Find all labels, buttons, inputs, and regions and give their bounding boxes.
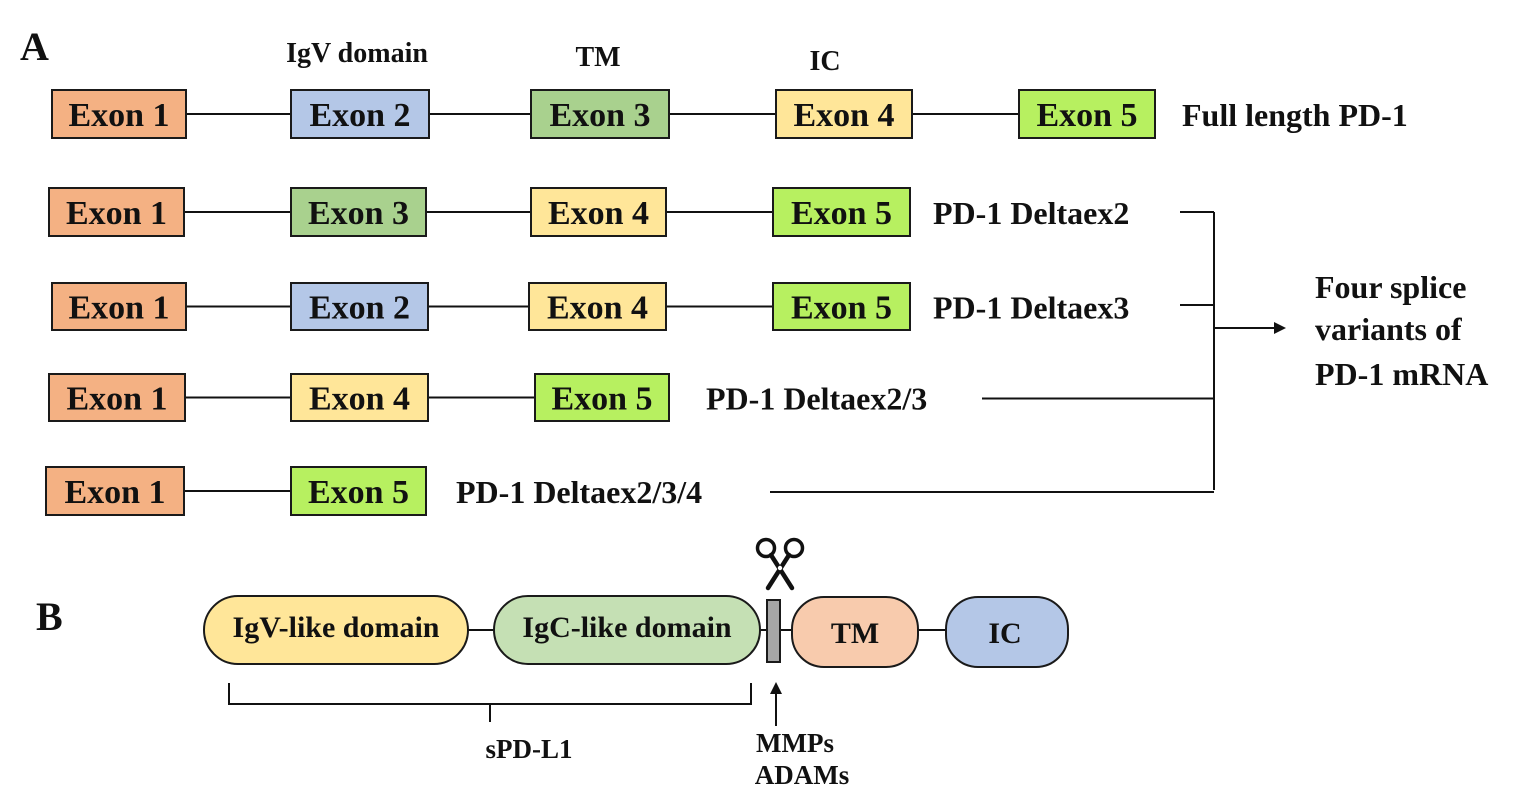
exon-box xyxy=(290,89,430,139)
exon-box xyxy=(775,89,913,139)
exon-box xyxy=(51,89,187,139)
exon-label: Exon 4 xyxy=(547,290,648,327)
exon-label: Exon 1 xyxy=(68,97,169,134)
variant-name: PD-1 Deltaex3 xyxy=(933,290,1129,326)
variant-name: PD-1 Deltaex2 xyxy=(933,195,1129,231)
exon-box xyxy=(534,373,670,422)
soluble-label: sPD-L1 xyxy=(486,734,573,764)
variant-bracket xyxy=(1180,211,1286,490)
ic-domain xyxy=(945,596,1069,668)
igc-like-domain xyxy=(493,595,761,665)
exon-label: Exon 4 xyxy=(309,381,410,418)
exon-label: Exon 5 xyxy=(791,195,892,232)
exon-box xyxy=(530,187,667,237)
exon-box xyxy=(1018,89,1156,139)
ic-header: IC xyxy=(809,46,840,77)
exon-box xyxy=(48,187,185,237)
exon-label: Exon 1 xyxy=(66,381,167,418)
soluble-brace xyxy=(228,683,752,705)
exon-label: Exon 5 xyxy=(551,381,652,418)
panel-a-label: A xyxy=(20,24,49,69)
summary-line-2: variants of xyxy=(1315,311,1462,347)
summary-line-1: Four splice xyxy=(1315,269,1466,305)
stalk-region xyxy=(766,599,781,663)
exon-label: Exon 2 xyxy=(309,97,410,134)
exon-label: Exon 2 xyxy=(309,290,410,327)
exon-label: Exon 1 xyxy=(68,290,169,327)
exon-label: Exon 5 xyxy=(791,290,892,327)
splice-variant-rows: Exon 1 Exon 2 Exon 3 Exon 4 Exon 5 Full lengt… xyxy=(45,89,1408,516)
tm-header: TM xyxy=(575,42,620,73)
exon-box xyxy=(528,282,667,331)
protease-label-line-1: MMPs xyxy=(756,728,834,758)
variant-name: PD-1 Deltaex2/3/4 xyxy=(456,474,702,510)
exon-box xyxy=(772,282,911,331)
variant-row: Exon 1 Exon 4 Exon 5 PD-1 Deltaex2/3 xyxy=(48,373,1214,422)
exon-box xyxy=(290,373,429,422)
tm-domain-label: TM xyxy=(831,617,879,650)
exon-label: Exon 5 xyxy=(308,474,409,511)
variant-row: Exon 1 Exon 2 Exon 4 Exon 5 PD-1 Deltaex3 xyxy=(51,282,1129,331)
exon-box xyxy=(530,89,670,139)
panel-b: B IgV-like domain IgC-like domain TM IC … xyxy=(36,537,1069,790)
exon-label: Exon 3 xyxy=(549,97,650,134)
variant-name: PD-1 Deltaex2/3 xyxy=(706,381,927,417)
tm-domain xyxy=(791,596,919,668)
exon-box xyxy=(772,187,911,237)
exon-box xyxy=(51,282,187,331)
protease-label-line-2: ADAMs xyxy=(755,760,850,790)
igv-like-domain-label: IgV-like domain xyxy=(233,611,440,644)
exon-box xyxy=(48,373,186,422)
igv-domain-header: IgV domain xyxy=(286,38,428,69)
exon-box xyxy=(290,187,427,237)
panel-b-label: B xyxy=(36,594,63,639)
variant-row: Exon 1 Exon 5 PD-1 Deltaex2/3/4 xyxy=(45,466,1214,516)
variant-row: Exon 1 Exon 3 Exon 4 Exon 5 PD-1 Deltaex2 xyxy=(48,187,1129,237)
exon-box xyxy=(290,466,427,516)
variant-row: Exon 1 Exon 2 Exon 3 Exon 4 Exon 5 Full lengt… xyxy=(51,89,1408,139)
variant-name: Full length PD-1 xyxy=(1182,97,1408,133)
exon-label: Exon 4 xyxy=(793,97,894,134)
summary-line-3: PD-1 mRNA xyxy=(1315,356,1488,392)
exon-box xyxy=(290,282,429,331)
exon-label: Exon 4 xyxy=(548,195,649,232)
igv-like-domain xyxy=(203,595,469,665)
exon-label: Exon 5 xyxy=(1036,97,1137,134)
exon-label: Exon 1 xyxy=(66,195,167,232)
exon-label: Exon 3 xyxy=(308,195,409,232)
exon-label: Exon 1 xyxy=(64,474,165,511)
igc-like-domain-label: IgC-like domain xyxy=(522,611,732,644)
ic-domain-label: IC xyxy=(988,617,1021,650)
scissors-icon xyxy=(755,537,805,591)
exon-box xyxy=(45,466,185,516)
